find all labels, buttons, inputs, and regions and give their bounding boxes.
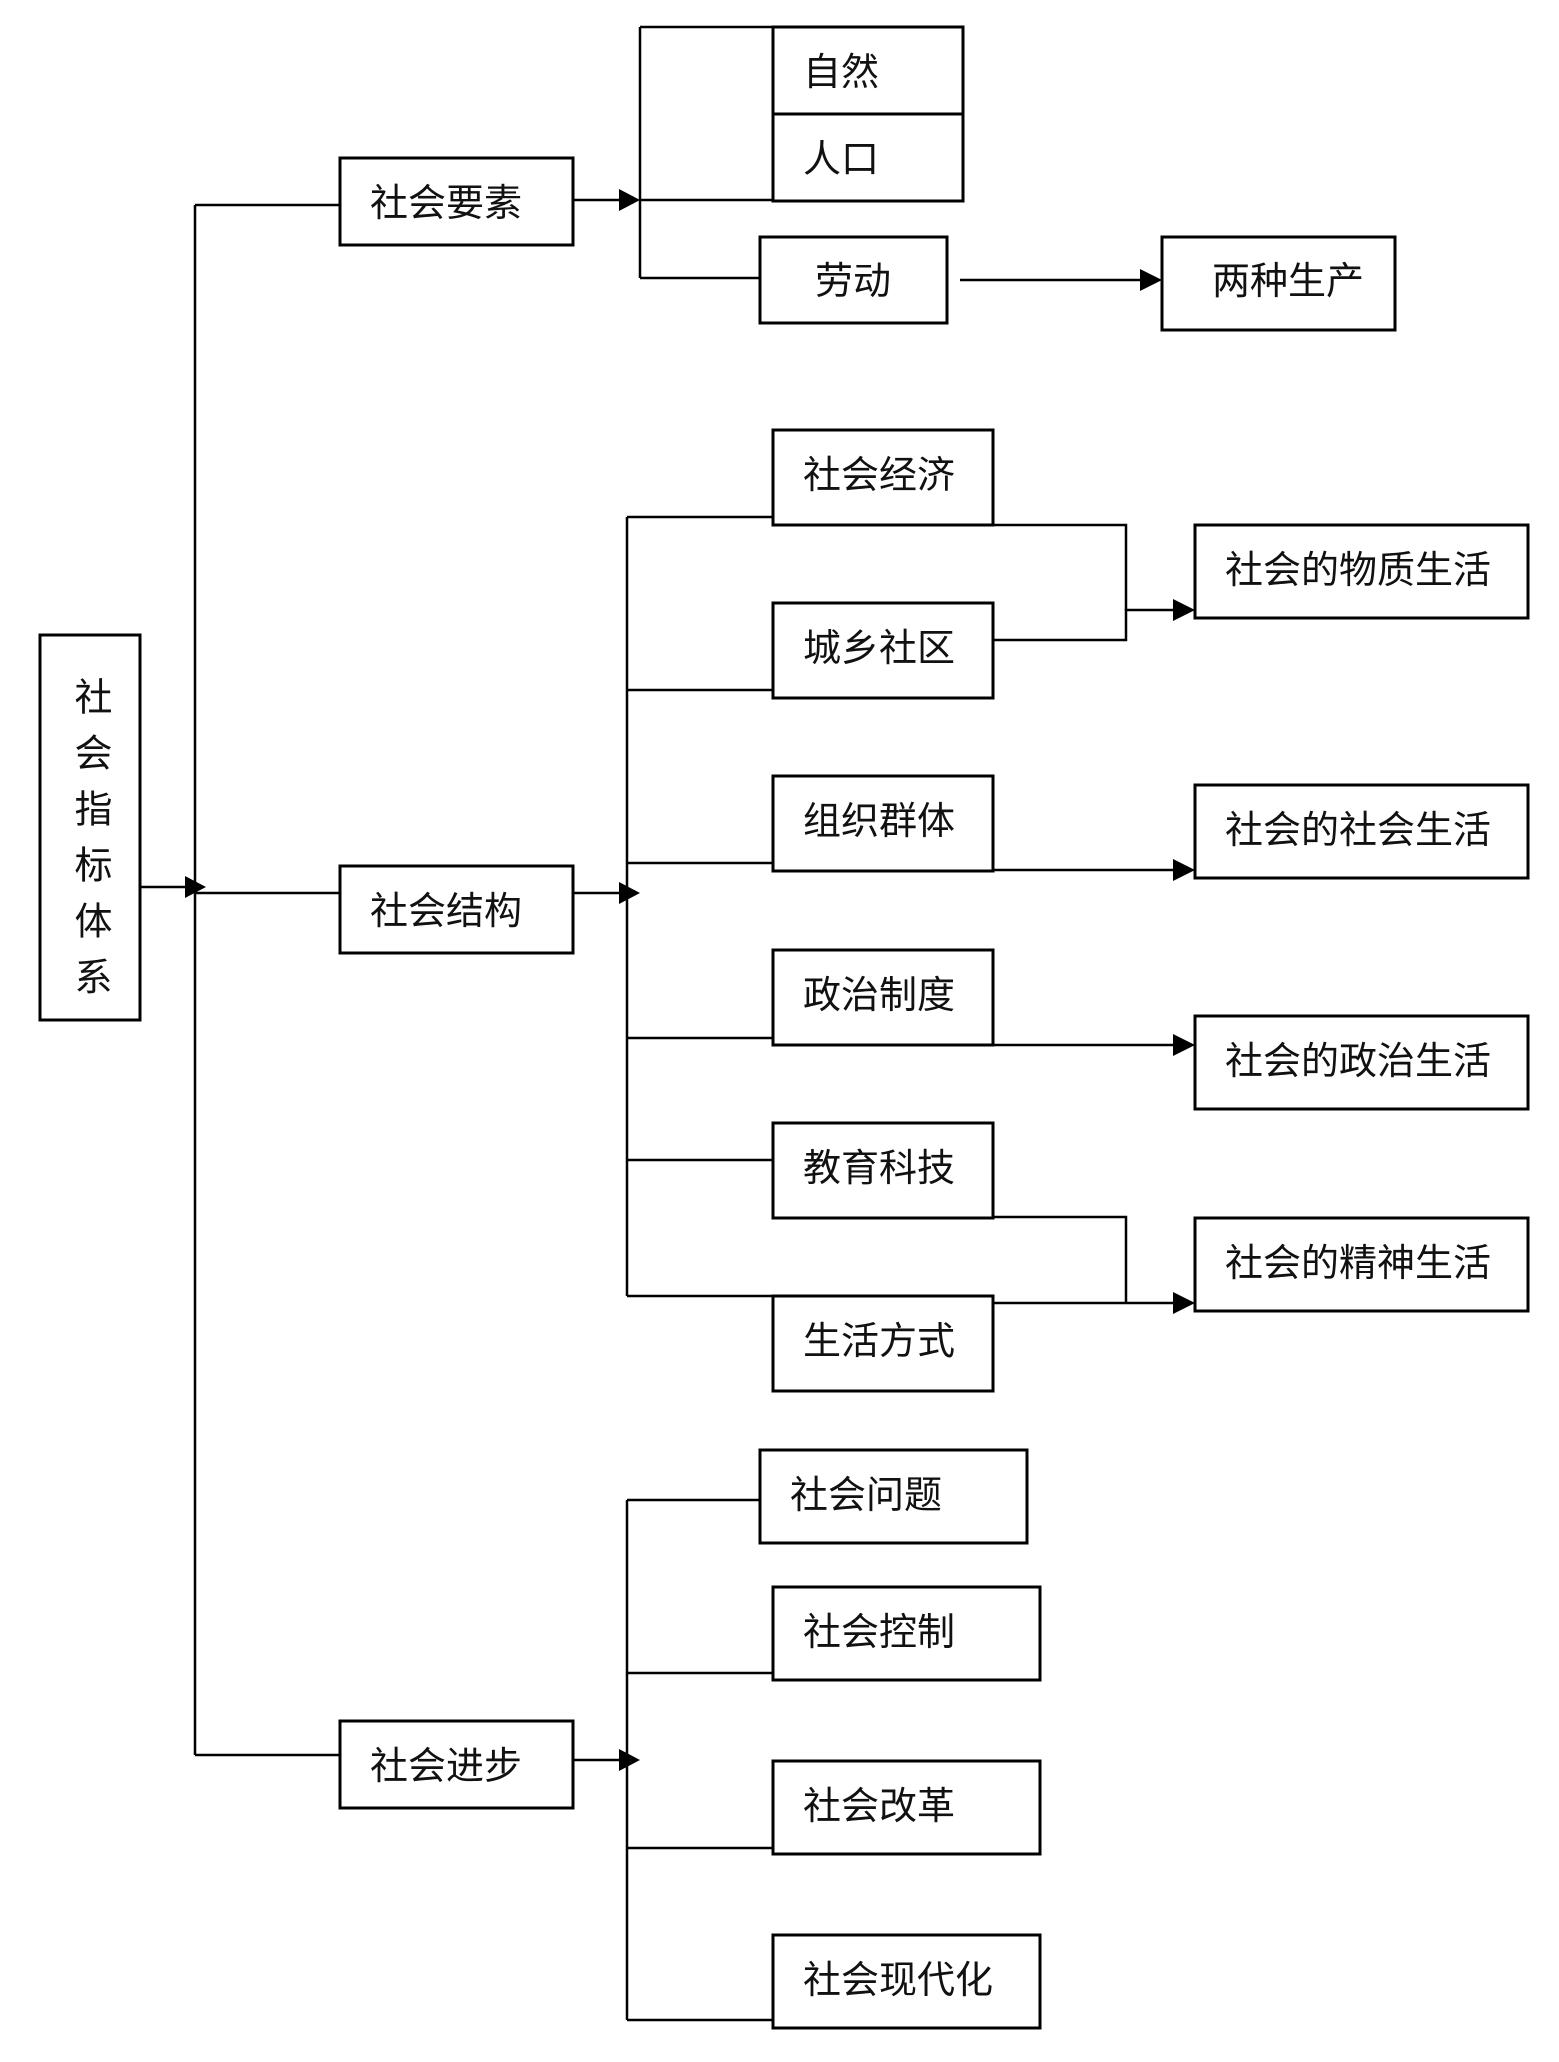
elements-arrowhead [619,189,640,211]
problems-node: 社会问题 [758,1448,1029,1545]
two-production-label: 两种生产 [1212,259,1364,303]
economy-to-material-merge [993,523,1128,610]
political-life-node: 社会的政治生活 [1193,1014,1530,1111]
education-to-spiritual-merge [993,1215,1128,1303]
social-life-node: 社会的社会生活 [1193,783,1530,880]
material-life-node: 社会的物质生活 [1193,523,1530,620]
material-life-label: 社会的物质生活 [1225,548,1491,592]
structure-node: 社会结构 [338,864,575,955]
organization-node: 组织群体 [771,774,995,873]
education-label: 教育科技 [803,1146,955,1190]
political-life-label: 社会的政治生活 [1225,1039,1491,1083]
modernization-label: 社会现代化 [803,1958,993,2002]
spiritual-life-arrowhead [1173,1292,1195,1314]
nature-label: 自然 [803,50,879,94]
progress-label: 社会进步 [370,1744,522,1788]
labor-node: 劳动 [758,235,949,325]
nodes: 社会指标体系 社会要素 社会结构 社会进步 自然 人口 劳动 [38,25,1530,2030]
control-node: 社会控制 [771,1585,1042,1682]
structure-label: 社会结构 [370,889,522,933]
organization-label: 组织群体 [803,799,955,843]
community-label: 城乡社区 [803,626,955,670]
progress-node: 社会进步 [338,1719,575,1810]
reform-label: 社会改革 [803,1784,955,1828]
spiritual-life-label: 社会的精神生活 [1225,1241,1491,1285]
root-node: 社会指标体系 [38,633,142,1022]
control-label: 社会控制 [803,1610,955,1654]
connectors [140,25,1180,2022]
progress-arrowhead [619,1749,640,1771]
elements-node: 社会要素 [338,156,575,247]
root-label: 社会指标体系 [68,677,112,1013]
population-node: 人口 [771,112,965,203]
structure-arrowhead [619,882,640,904]
lifestyle-node: 生活方式 [771,1294,995,1393]
reform-node: 社会改革 [771,1759,1042,1856]
community-node: 城乡社区 [771,601,995,700]
two-production-arrowhead [1140,269,1162,291]
elements-label: 社会要素 [370,181,522,225]
two-production-node: 两种生产 [1160,235,1397,332]
spiritual-life-node: 社会的精神生活 [1193,1216,1530,1313]
population-label: 人口 [803,137,879,181]
politics-system-label: 政治制度 [803,973,955,1017]
root-arrowhead [185,876,206,898]
social-life-label: 社会的社会生活 [1225,808,1491,852]
economy-node: 社会经济 [771,428,995,527]
education-node: 教育科技 [771,1121,995,1220]
politics-system-node: 政治制度 [771,948,995,1047]
nature-node: 自然 [771,25,965,116]
labor-label: 劳动 [815,259,891,303]
social-life-arrowhead [1173,859,1195,881]
material-life-arrowhead [1173,599,1195,621]
economy-label: 社会经济 [803,453,955,497]
modernization-node: 社会现代化 [771,1933,1042,2030]
problems-label: 社会问题 [790,1473,942,1517]
lifestyle-label: 生活方式 [803,1319,955,1363]
political-life-arrowhead [1173,1034,1195,1056]
community-to-material-merge [993,608,1180,642]
arrowheads [185,189,1195,1771]
